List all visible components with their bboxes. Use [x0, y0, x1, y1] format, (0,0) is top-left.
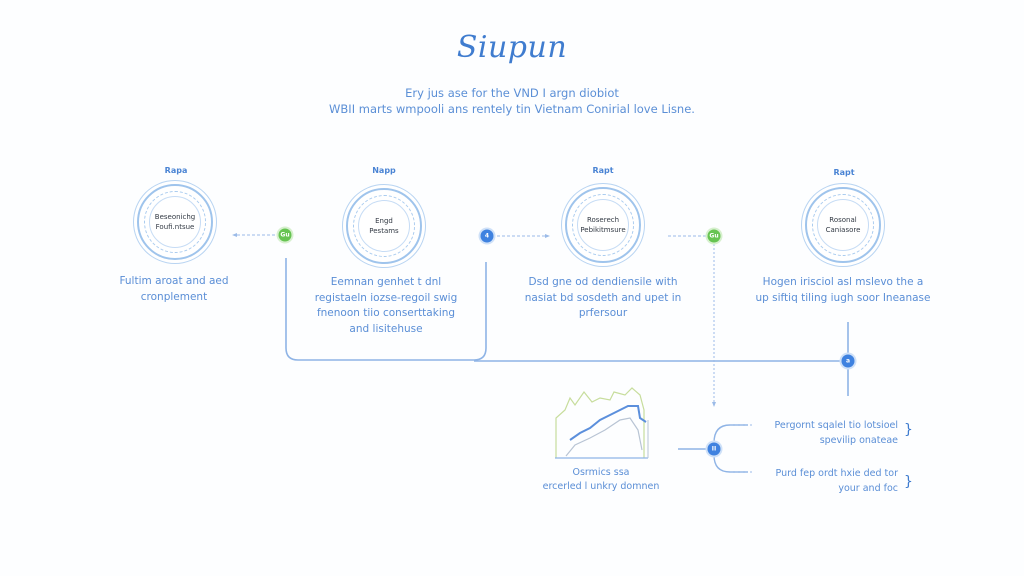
step-3-description: Dsd gne od dendiensile with nasiat bd so…: [525, 275, 682, 322]
step-4-ring-line-2: Caniasore: [825, 226, 861, 234]
chart-caption-line-1: Osrmics ssa: [572, 467, 630, 478]
connector-node-3[interactable]: Gu: [707, 229, 721, 243]
step-2-desc-line: registaeln iozse-regoil swig: [314, 291, 458, 304]
diagram-title: Siupun: [456, 30, 568, 65]
subtitle-line-1: Ery jus ase for the VND I argn diobiot: [405, 86, 619, 100]
branch-text-1: Pergornt sqalel tio lotsioel spevilip on…: [740, 418, 898, 448]
step-1-tag: Rapa: [164, 166, 188, 175]
branch-1-line-2: spevilip onateae: [819, 435, 898, 446]
step-4-tag: Rapt: [833, 168, 855, 177]
branch-2-line-2: your and foc: [838, 483, 898, 494]
step-4-ring-line-1: Rosonal: [829, 216, 857, 224]
branch-text-2: Purd fep ordt hxie ded tor your and foc: [740, 466, 898, 496]
arrowhead-2: [545, 234, 550, 238]
step-2-desc-line: Eemnan genhet t dnl: [330, 276, 442, 288]
step-4-desc-line: Hogen irisciol asl mslevo the a: [762, 276, 924, 288]
chart-blue-line: [569, 405, 647, 441]
step-2-ring[interactable]: Engd Pestams: [346, 188, 422, 264]
arrowhead-down: [712, 402, 716, 407]
chart-green-outline: [555, 387, 645, 458]
step-3-desc-line: nasiat bd sosdeth and upet in: [524, 291, 682, 304]
brace-icon: }: [904, 422, 913, 438]
bracket-line: [285, 258, 487, 361]
chart-caption: Osrmics ssa ercerled l unkry domnen: [543, 466, 660, 494]
mini-chart: [555, 387, 649, 459]
step-1-ring-line-1: Beseonichg: [154, 213, 196, 221]
step-2-tag: Napp: [372, 166, 396, 175]
branch-upper: [713, 424, 748, 444]
subtitle-line-2: WBII marts wmpooli ans rentely tin Vietn…: [329, 102, 695, 116]
step-3-ring[interactable]: Roserech Pebikitmsure: [565, 187, 641, 263]
step-2-desc-line: and lisitehuse: [349, 322, 423, 335]
branch-2-line-1: Purd fep ordt hxie ded tor: [775, 468, 898, 479]
step-2-ring-line-2: Pestams: [369, 227, 399, 235]
step-2-ring-line-1: Engd: [375, 217, 393, 225]
step-2-description: Eemnan genhet t dnl registaeln iozse-reg…: [315, 275, 458, 337]
step-1-description: Fultim aroat and aed cronplement: [119, 274, 228, 305]
connector-node-2[interactable]: 4: [480, 229, 494, 243]
chart-caption-line-2: ercerled l unkry domnen: [542, 481, 660, 492]
step-4-desc-line: up siftiq tiling iugh soor Ineanase: [755, 291, 931, 304]
brace-icon: }: [904, 474, 913, 490]
step-1-desc-line: cronplement: [140, 290, 208, 303]
chart-gray-line: [565, 417, 643, 457]
step-3-tag: Rapt: [592, 166, 614, 175]
step-3-desc-line: Dsd gne od dendiensile with: [528, 276, 678, 288]
step-1-ring-line-2: Foufi.ntsue: [155, 223, 195, 231]
step-1-ring[interactable]: Beseonichg Foufi.ntsue: [137, 184, 213, 260]
step-3-desc-line: prfersour: [578, 307, 628, 319]
step-1-desc-line: Fultim aroat and aed: [119, 275, 229, 287]
branch-node[interactable]: II: [707, 442, 721, 456]
step-2-desc-line: fnenoon tiio conserttaking: [316, 307, 456, 319]
step-4-description: Hogen irisciol asl mslevo the a up sifti…: [756, 275, 931, 306]
step-3-ring-line-1: Roserech: [586, 216, 620, 224]
branch-lower: [713, 454, 748, 473]
connector-node-1[interactable]: Gu: [278, 228, 292, 242]
step-4-ring[interactable]: Rosonal Caniasore: [805, 187, 881, 263]
step-3-ring-line-2: Pebikitmsure: [580, 226, 626, 234]
arrowhead-1: [232, 233, 237, 237]
junction-node[interactable]: a: [841, 354, 855, 368]
branch-1-line-1: Pergornt sqalel tio lotsioel: [774, 420, 898, 431]
